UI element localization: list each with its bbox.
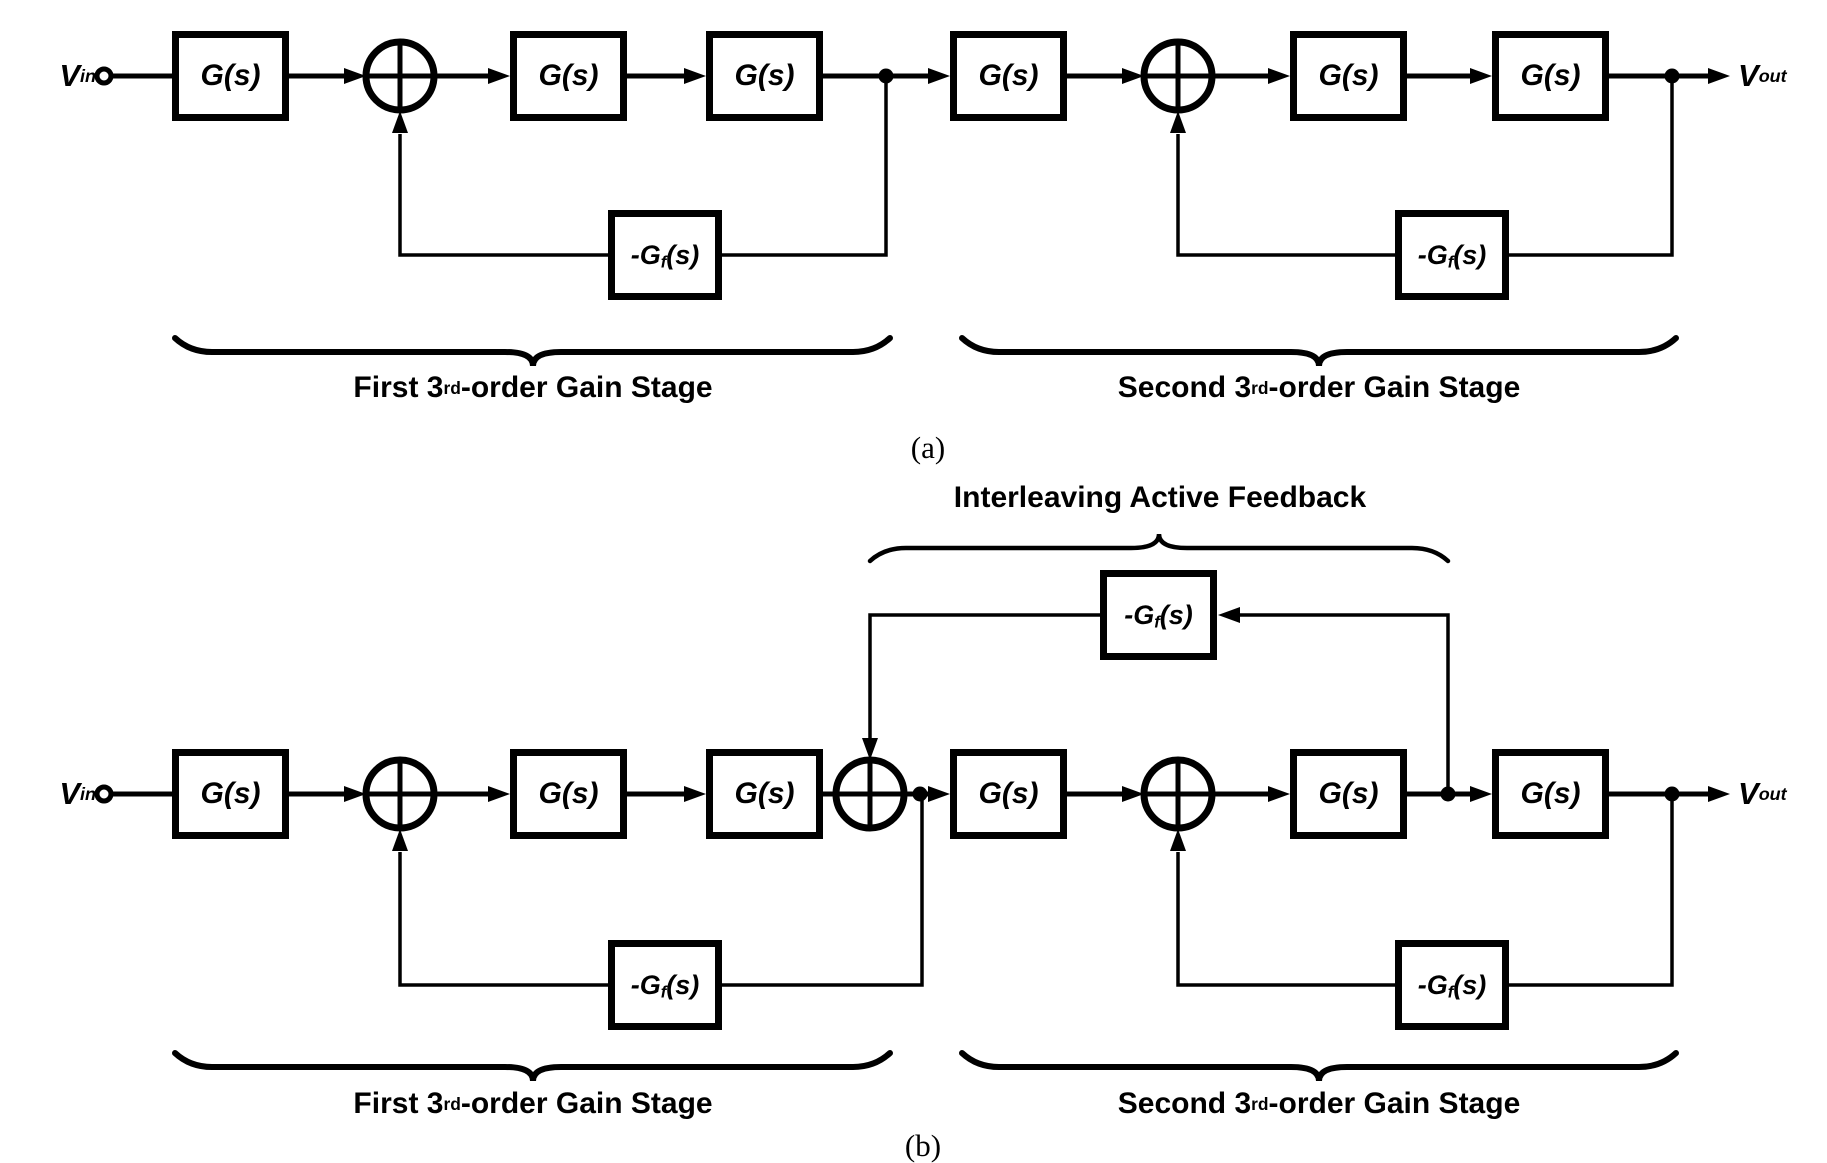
b-brace-interleaving (867, 533, 1451, 564)
subfigure-a-label: (a) (910, 430, 946, 465)
feedback-label: -Gf(s) (1418, 970, 1487, 1001)
b-interleaving-feedback-block: -Gf(s) (1100, 570, 1217, 660)
b-forward-path (94, 784, 1730, 804)
b-feedback-1-path (392, 794, 924, 987)
a-feedback-1-path (392, 76, 888, 257)
b-brace-first-stage (172, 1050, 893, 1082)
a-summer-2 (1140, 38, 1216, 114)
feedback-sub: f (1447, 982, 1454, 1002)
vin-base: V (59, 58, 81, 93)
a-gain-block-6: G(s) (1492, 31, 1609, 121)
b-gain-block-1: G(s) (172, 749, 289, 839)
b-gain-block-2: G(s) (510, 749, 627, 839)
feedback-post: (s) (1159, 599, 1193, 630)
feedback-sub: f (660, 982, 667, 1002)
gain-label: G(s) (1318, 59, 1379, 92)
feedback-post: (s) (1453, 969, 1487, 1000)
stage-post: -order Gain Stage (460, 371, 713, 404)
a-arrowheads (344, 68, 1730, 84)
feedback-post: (s) (666, 239, 700, 270)
gain-label: G(s) (734, 777, 795, 810)
a-summer-1 (362, 38, 438, 114)
b-gain-block-3: G(s) (706, 749, 823, 839)
b-gain-block-6: G(s) (1492, 749, 1609, 839)
feedback-label: -Gf(s) (631, 240, 700, 271)
vout-base: V (1738, 58, 1759, 93)
feedback-sub: f (1154, 612, 1160, 632)
feedback-pre: -G (630, 969, 661, 1000)
feedback-label: -Gf(s) (1124, 600, 1193, 631)
a-brace-second-stage (959, 335, 1679, 367)
gain-label: G(s) (538, 59, 599, 92)
a-feedback-2-path (1170, 76, 1674, 257)
b-gain-block-4: G(s) (950, 749, 1067, 839)
gain-label: G(s) (1520, 777, 1581, 810)
gain-label: G(s) (978, 59, 1039, 92)
feedback-pre: -G (1417, 239, 1448, 270)
gain-label: G(s) (1520, 59, 1581, 92)
gain-label: G(s) (200, 777, 261, 810)
a-gain-block-5: G(s) (1290, 31, 1407, 121)
b-summer-1 (362, 756, 438, 832)
feedback-post: (s) (666, 969, 700, 1000)
gain-label: G(s) (200, 59, 261, 92)
a-forward-path (94, 66, 1730, 86)
b-brace-second-stage (959, 1050, 1679, 1082)
feedback-sub: f (660, 252, 667, 272)
feedback-label: -Gf(s) (631, 970, 700, 1001)
feedback-label: -Gf(s) (1418, 240, 1487, 271)
stage-post: -order Gain Stage (460, 1087, 713, 1120)
b-interleaving-label: Interleaving Active Feedback (953, 481, 1367, 514)
feedback-post: (s) (1453, 239, 1487, 270)
stage-pre: First 3 (353, 371, 444, 404)
b-feedback-block-1: -Gf(s) (608, 940, 722, 1030)
subfigure-b-label: (b) (904, 1128, 942, 1163)
stage-pre: Second 3 (1117, 371, 1252, 404)
feedback-pre: -G (630, 239, 661, 270)
b-gain-block-5: G(s) (1290, 749, 1407, 839)
stage-pre: Second 3 (1117, 1087, 1252, 1120)
stage-pre: First 3 (353, 1087, 444, 1120)
feedback-pre: -G (1417, 969, 1448, 1000)
gain-label: G(s) (734, 59, 795, 92)
a-feedback-block-2: -Gf(s) (1395, 210, 1509, 300)
a-gain-block-3: G(s) (706, 31, 823, 121)
gain-label: G(s) (1318, 777, 1379, 810)
vin-base: V (59, 776, 81, 811)
b-feedback-2-path (1170, 794, 1674, 987)
feedback-sub: f (1447, 252, 1454, 272)
a-brace-first-stage (172, 335, 893, 367)
stage-post: -order Gain Stage (1268, 371, 1521, 404)
b-summer-2 (1140, 756, 1216, 832)
b-interleaving-feedback-path (862, 607, 1450, 794)
feedback-pre: -G (1124, 599, 1155, 630)
a-feedback-block-1: -Gf(s) (608, 210, 722, 300)
gain-label: G(s) (978, 777, 1039, 810)
b-arrowheads (344, 786, 1730, 802)
a-gain-block-4: G(s) (950, 31, 1067, 121)
a-gain-block-1: G(s) (172, 31, 289, 121)
a-gain-block-2: G(s) (510, 31, 627, 121)
stage-post: -order Gain Stage (1268, 1087, 1521, 1120)
b-feedback-block-2: -Gf(s) (1395, 940, 1509, 1030)
vout-base: V (1738, 776, 1759, 811)
gain-label: G(s) (538, 777, 599, 810)
